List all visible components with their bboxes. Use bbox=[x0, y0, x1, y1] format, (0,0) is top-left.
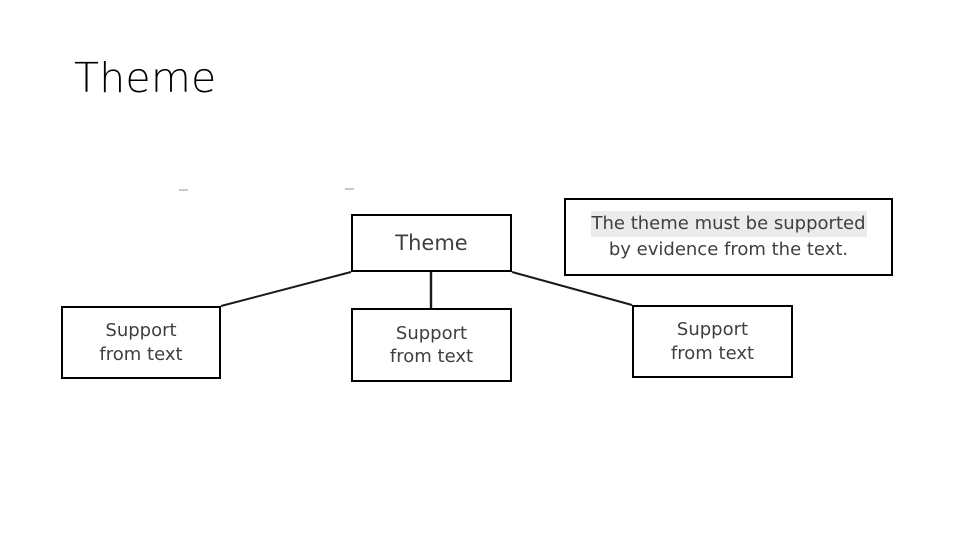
connector-line-left bbox=[220, 271, 352, 307]
support-node-left[interactable]: Support from text bbox=[61, 306, 221, 379]
page-title: Theme bbox=[74, 54, 217, 102]
callout-note-box[interactable]: The theme must be supported by evidence … bbox=[564, 198, 893, 276]
support-node-right-label: Support from text bbox=[670, 319, 755, 364]
support-node-middle[interactable]: Support from text bbox=[351, 308, 512, 382]
support-node-middle-label: Support from text bbox=[389, 322, 474, 367]
stray-mark-right-artifact bbox=[345, 188, 354, 190]
stray-mark-left-artifact bbox=[179, 189, 188, 191]
connector-line-right bbox=[511, 271, 633, 306]
theme-node[interactable]: Theme bbox=[351, 214, 512, 272]
support-node-right[interactable]: Support from text bbox=[632, 305, 793, 378]
callout-note-line-1: The theme must be supported bbox=[590, 211, 867, 237]
support-node-left-label: Support from text bbox=[99, 320, 183, 365]
callout-note-line-2: by evidence from the text. bbox=[608, 239, 849, 260]
theme-node-label: Theme bbox=[395, 230, 468, 255]
